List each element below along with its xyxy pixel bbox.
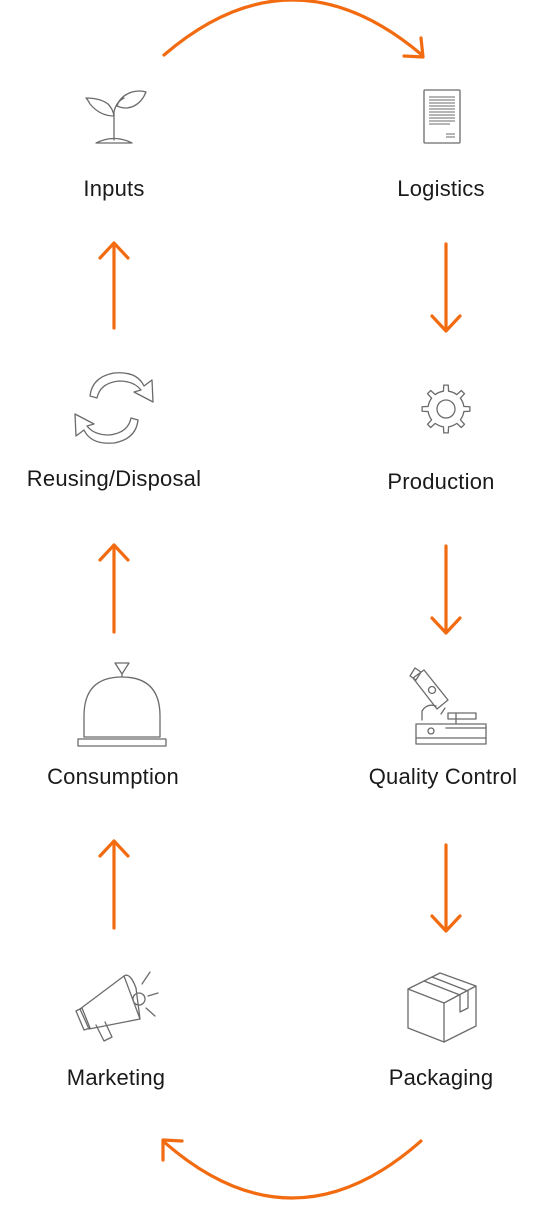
arrow-consumption-to-reusing — [98, 543, 130, 634]
arrow-logistics-to-production — [430, 242, 462, 333]
stage-label-production: Production — [387, 469, 495, 494]
stage-label-marketing: Marketing — [66, 1065, 166, 1090]
arrow-quality-to-packaging — [430, 843, 462, 933]
stage-label-quality-control: Quality Control — [368, 764, 518, 789]
microscope-icon — [409, 667, 487, 745]
gear-icon — [421, 384, 471, 434]
sprout-icon — [85, 90, 147, 144]
stage-label-inputs: Inputs — [83, 176, 145, 201]
stage-label-reusing-disposal: Reusing/Disposal — [26, 466, 202, 491]
cloche-icon — [77, 662, 167, 747]
stage-label-packaging: Packaging — [388, 1065, 494, 1090]
stage-label-logistics: Logistics — [397, 176, 485, 201]
arrow-inputs-to-logistics — [162, 0, 425, 59]
arrow-production-to-quality — [430, 544, 462, 635]
box-icon — [407, 972, 477, 1043]
document-icon — [423, 89, 461, 144]
arrow-packaging-to-marketing — [161, 1138, 423, 1200]
recycle-icon — [74, 372, 154, 444]
arrow-reusing-to-inputs — [98, 241, 130, 330]
stage-label-consumption: Consumption — [47, 764, 179, 789]
arrow-marketing-to-consumption — [98, 839, 130, 930]
megaphone-icon — [75, 971, 159, 1042]
